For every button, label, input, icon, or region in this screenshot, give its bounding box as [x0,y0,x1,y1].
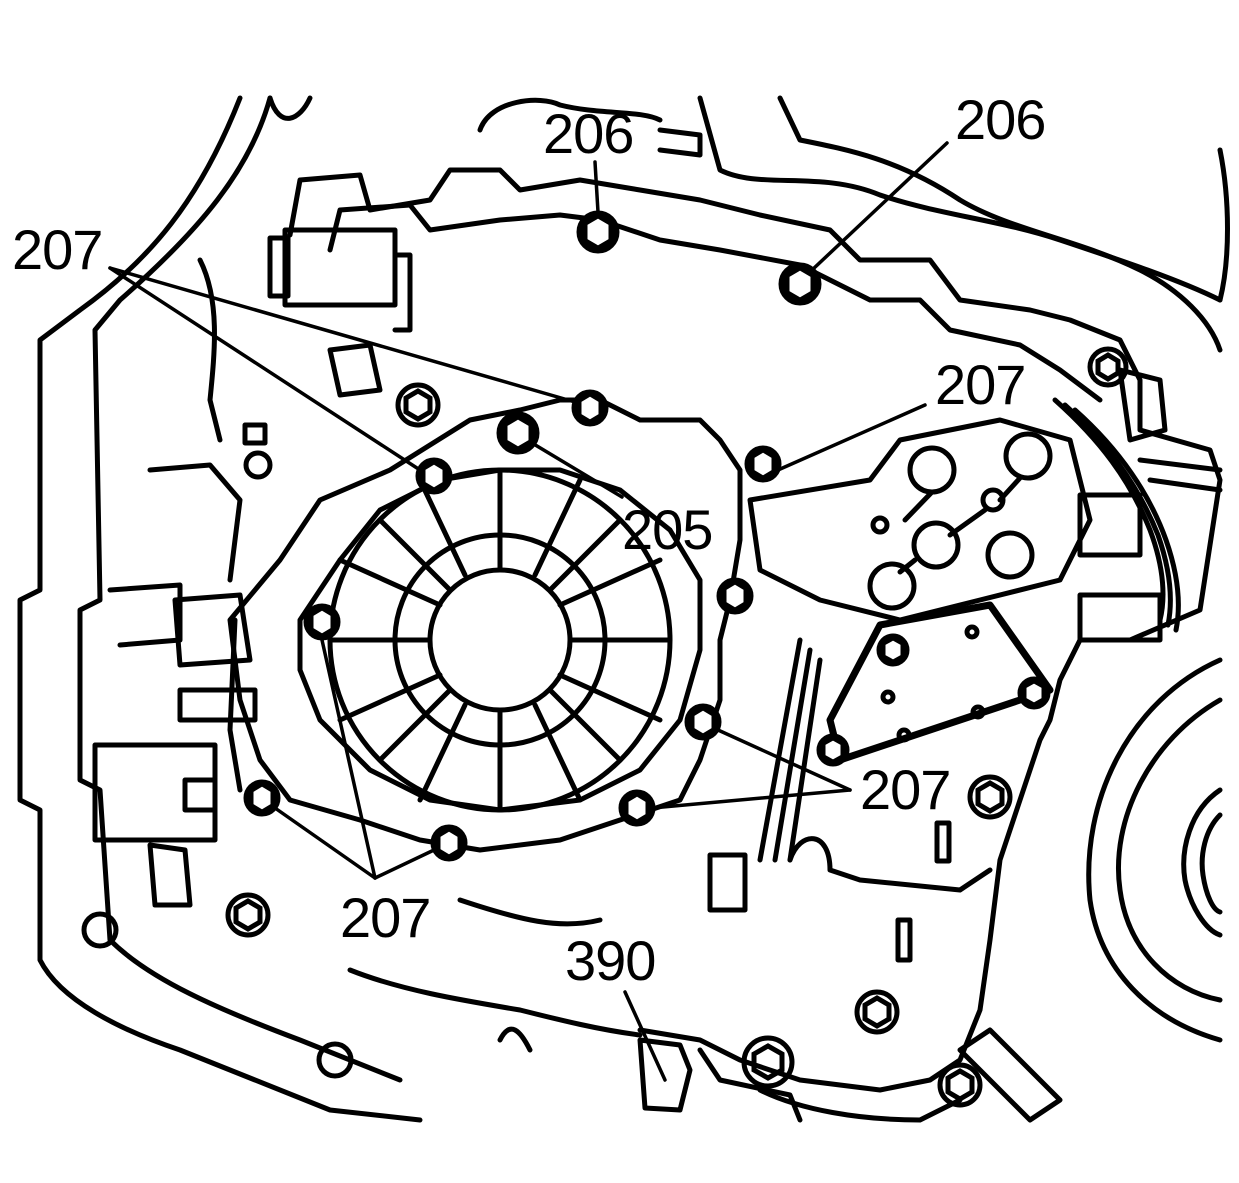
check-ball-links [897,475,1023,575]
leader-207-right [776,403,927,472]
leader-207-bottom-c [373,848,436,880]
lower-right-bracket [957,1027,1063,1123]
top-contour-5 [657,127,703,158]
left-passage-1 [107,582,183,648]
check-ball-small [870,515,890,535]
bolt-206-right [778,262,822,306]
top-contour-4 [777,95,1223,353]
bottom-contour [347,967,643,1038]
center-ring-spokes [327,467,673,813]
left-port [243,450,273,480]
callout-206-top: 206 [543,102,634,165]
leader-207-tl-a [108,266,577,404]
bottom-bracket-2 [697,1047,803,1123]
harness-connector-2 [1077,592,1163,643]
lower-right-connector [707,852,748,913]
lower-right-contour [787,836,993,893]
housing-arc-3 [1181,787,1223,938]
leader-205 [530,441,624,499]
callout-206-right: 206 [955,88,1046,151]
bolt-207-c [744,445,782,483]
housing-arc-1 [1086,657,1223,1043]
harness-connector-1 [1077,492,1143,558]
top-contour-2 [477,97,663,133]
bolt-207-f [618,789,656,827]
callout-207-right: 207 [935,353,1026,416]
bottom-contour-4 [757,1087,963,1123]
left-passage-4 [227,617,243,793]
solenoid-upper-left [267,227,413,333]
cover-plate-hole-2 [880,689,896,705]
left-port-square [242,422,268,446]
check-ball-4 [985,530,1035,580]
bolt-open-5 [854,989,900,1035]
bolt-207-a [571,389,609,427]
leader-206-right [810,141,949,272]
leader-207-lr-b [650,788,852,810]
cover-plate-hole-3 [970,704,986,720]
case-outline-left [17,95,423,1123]
bolt-open-2 [1087,346,1129,388]
callout-205: 205 [622,498,713,561]
left-passage-3 [197,257,223,443]
bolt-open-7 [937,1062,983,1108]
wiring-harness [1052,397,1166,623]
lower-right-pin-1 [934,820,952,864]
bolt-cover-3 [816,733,850,767]
bolt-206-top [576,210,620,254]
bolt-open-4 [225,892,271,938]
lower-right-rail [757,637,823,863]
case-hole-left [81,911,119,949]
case-inner-left [77,95,403,1083]
case-hole-bottom [316,1041,354,1079]
bolt-open-1 [395,382,441,428]
callout-207-bottom: 207 [340,886,431,949]
bracket-left [172,592,253,668]
callout-207-top-left: 207 [12,218,103,281]
left-passage-2 [147,462,243,583]
cover-plate-hole-4 [896,727,912,743]
valve-body-outline [287,167,1223,1093]
leader-207-bottom-b [273,806,377,880]
cover-plate-hole-1 [964,624,980,640]
bolt-cover-1 [876,633,910,667]
bottom-bracket [637,1037,693,1113]
housing-arc-5 [1217,147,1230,303]
cover-plate [826,601,1054,764]
bolt-open-3 [967,774,1013,820]
lower-right-pin-2 [895,917,913,963]
bolt-205 [496,411,540,455]
bolt-207-h [430,824,468,862]
leader-206-top [593,160,600,214]
leader-207-bottom-a [320,638,377,880]
housing-arc-4 [1199,812,1223,915]
check-ball-2 [1003,431,1053,481]
check-ball-3 [911,520,961,570]
valve-body-inner [327,202,1103,403]
bolt-open-6 [741,1035,795,1089]
connector-left [327,342,383,398]
bolt-207-d [303,603,341,641]
leader-207-tl-b [108,266,422,472]
check-ball-5 [867,561,917,611]
bolt-207-g [243,779,281,817]
top-contour-3 [697,95,1223,303]
check-ball-1 [907,445,957,495]
housing-arc-2 [1116,697,1223,1003]
harness-bracket [1117,367,1168,443]
top-contour-1 [267,95,313,121]
bottom-contour-3 [497,1026,533,1053]
right-plate-outline [747,417,1093,623]
bolt-207-e [684,703,722,741]
bolt-cover-2 [1017,676,1051,710]
leader-207-lr-a [716,728,852,792]
leader-390 [623,990,667,1082]
bolt-center-right [716,577,754,615]
bolt-207-b [415,457,453,495]
solenoid-lower-left [92,742,218,908]
bottom-contour-2 [457,897,603,927]
callout-390: 390 [565,929,656,992]
callout-207-lower-right: 207 [860,758,951,821]
